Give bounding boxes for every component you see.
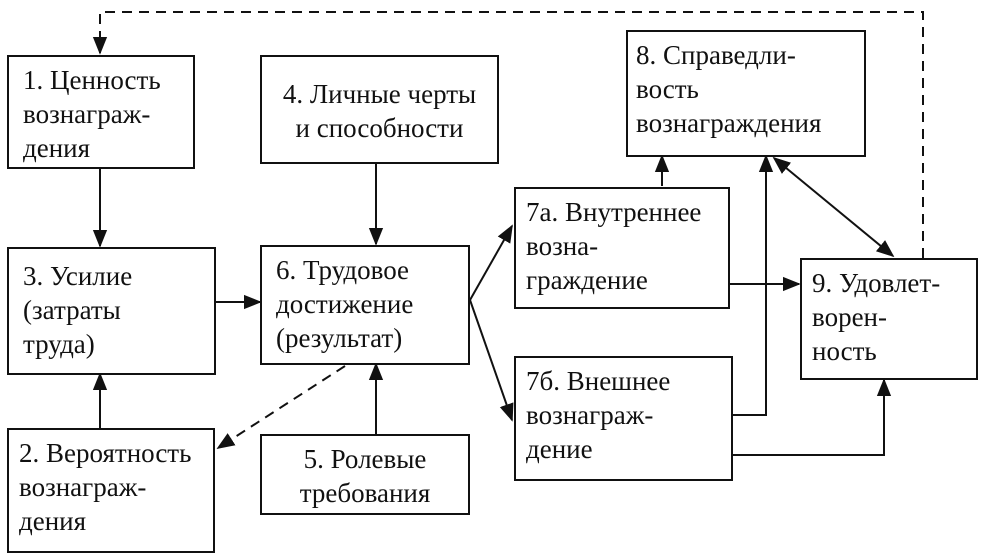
box-7b-extrinsic-reward: 7б. Внешнее вознаграж- дение <box>514 356 733 481</box>
box-1-reward-value: 1. Ценность вознаграж- дения <box>7 55 195 169</box>
box-7a-intrinsic-reward: 7а. Внутреннее возна- граждение <box>514 187 730 309</box>
box-5-role-requirements: 5. Ролевые требования <box>260 434 470 515</box>
box-7a-label: 7а. Внутреннее возна- граждение <box>526 197 702 295</box>
box-9-satisfaction: 9. Удовлет- ворен- ность <box>800 258 978 380</box>
arrow-7b-to-8 <box>733 154 774 416</box>
dashed-arrow-6-to-2 <box>216 365 346 449</box>
box-2-label: 2. Вероятность вознаграж- дения <box>19 438 192 536</box>
box-3-effort: 3. Усилие (затраты труда) <box>7 247 216 375</box>
feedback-dashed-arrow-9-to-1 <box>92 11 924 258</box>
arrow-7b-to-9 <box>733 378 892 456</box>
box-6-performance: 6. Трудовое достижение (результат) <box>260 245 470 365</box>
box-4-label: 4. Личные черты и способности <box>282 79 477 143</box>
box-1-label: 1. Ценность вознаграж- дения <box>23 65 161 163</box>
arrow-6-to-7a <box>469 224 513 301</box>
box-8-label: 8. Справедли- вость вознаграждения <box>636 40 822 138</box>
box-3-label: 3. Усилие (затраты труда) <box>23 261 133 359</box>
box-9-label: 9. Удовлет- ворен- ность <box>812 268 941 366</box>
box-2-reward-probability: 2. Вероятность вознаграж- дения <box>7 428 215 553</box>
box-6-label: 6. Трудовое достижение (результат) <box>276 255 414 353</box>
double-arrow-8-to-9 <box>772 156 895 258</box>
box-7b-label: 7б. Внешнее вознаграж- дение <box>526 366 671 464</box>
arrow-6-to-7b <box>469 299 514 422</box>
box-4-personal-traits: 4. Личные черты и способности <box>260 55 499 164</box>
box-8-reward-fairness: 8. Справедли- вость вознаграждения <box>626 30 866 157</box>
box-5-label: 5. Ролевые требования <box>299 444 431 508</box>
